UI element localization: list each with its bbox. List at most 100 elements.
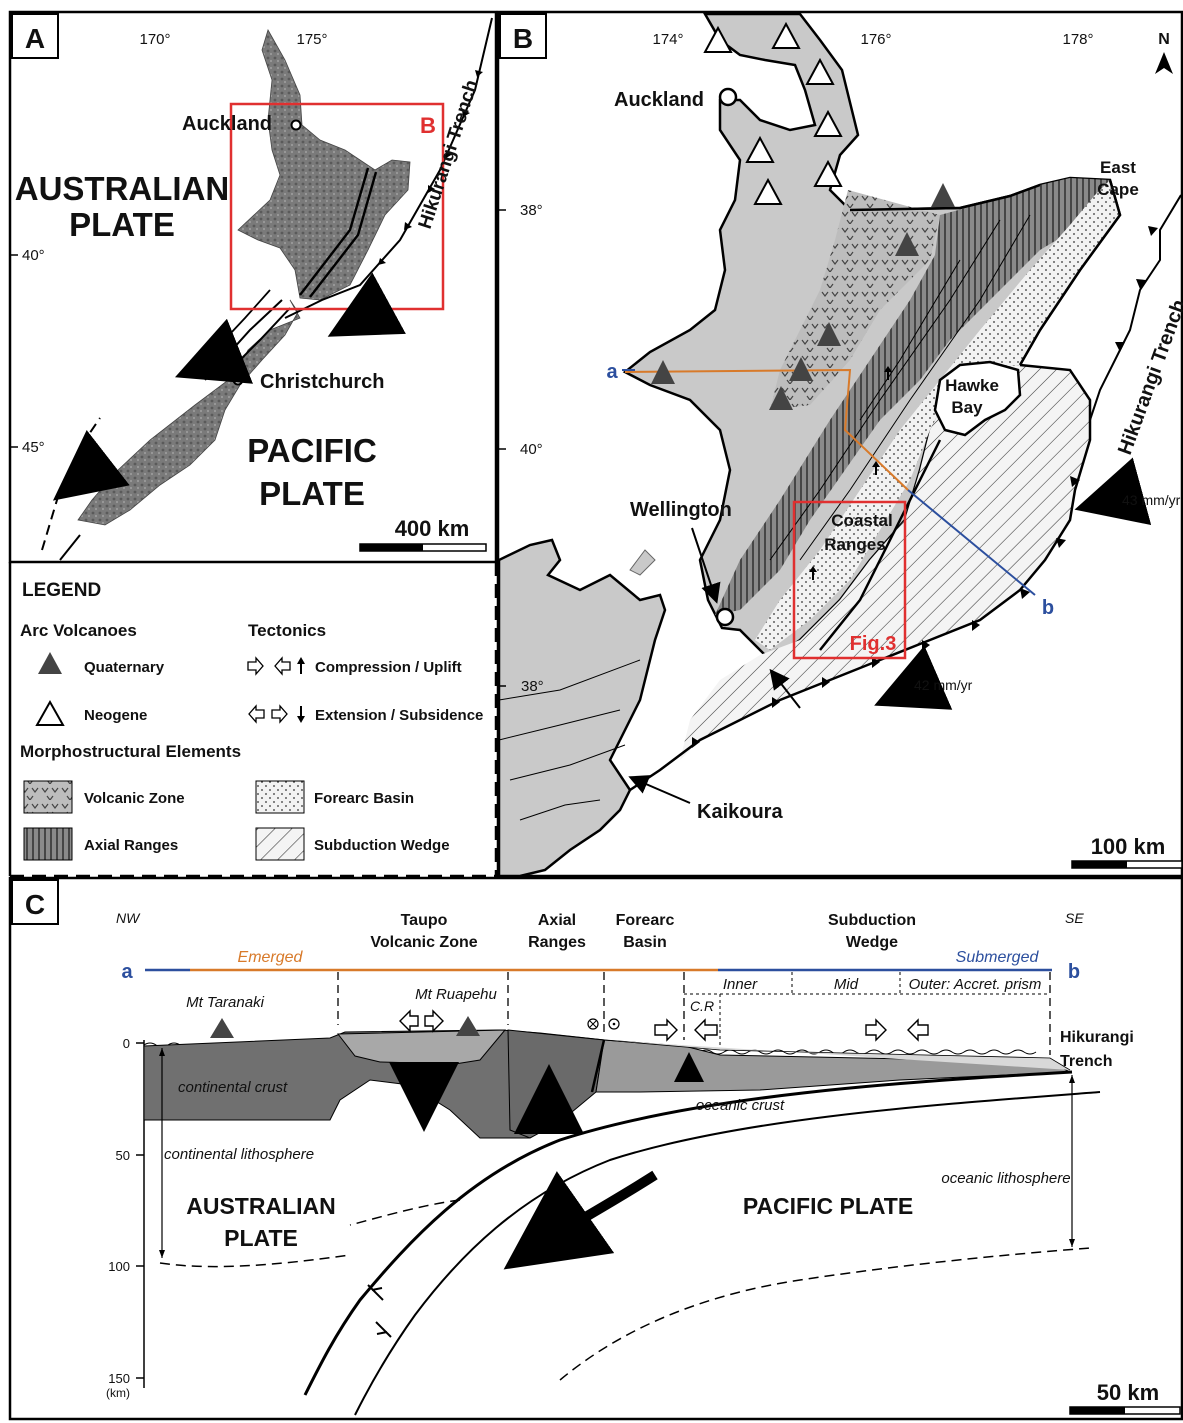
trench-label-b: Hikurangi Trench bbox=[1114, 297, 1183, 458]
north-arrow-icon bbox=[1155, 52, 1173, 74]
subduction-arrow bbox=[503, 1170, 658, 1270]
city-auckland-a: Auckland bbox=[182, 113, 272, 135]
profile-emerged bbox=[624, 368, 909, 491]
rate-43: 43 mm/yr bbox=[1122, 492, 1181, 508]
east-cape-1: East bbox=[1100, 158, 1136, 177]
legend-quaternary: Quaternary bbox=[84, 659, 165, 676]
panel-a: A 170° 175° 40° 45° B Auckland Christc bbox=[10, 13, 493, 561]
legend-wedge: Subduction Wedge bbox=[314, 837, 450, 854]
neogene-volcano-icon bbox=[35, 699, 65, 726]
wedge-outer: Outer: Accret. prism bbox=[909, 976, 1042, 993]
profile-end-a-b: a bbox=[606, 361, 618, 383]
ocean-litho: oceanic lithosphere bbox=[941, 1170, 1070, 1187]
panel-c-letter: C bbox=[25, 889, 45, 920]
aus-plate-2: PLATE bbox=[224, 1225, 298, 1251]
lon-176: 176° bbox=[860, 31, 891, 48]
aus-plate-1: AUSTRALIAN bbox=[186, 1193, 336, 1219]
dir-se: SE bbox=[1065, 910, 1084, 926]
zone-taupo-1: Taupo bbox=[401, 912, 448, 929]
legend-compression: Compression / Uplift bbox=[315, 659, 462, 676]
rate-42: 42 mm/yr bbox=[914, 677, 973, 693]
legend: LEGEND Arc Volcanoes Quaternary Neogene … bbox=[20, 580, 483, 861]
zone-axial-1: Axial bbox=[538, 912, 576, 929]
panel-a-letter: A bbox=[25, 23, 45, 54]
ruapehu-icon bbox=[456, 1016, 480, 1036]
legend-axial: Axial Ranges bbox=[84, 837, 178, 854]
legend-extension: Extension / Subsidence bbox=[315, 707, 483, 724]
profile-submerged bbox=[907, 489, 1036, 596]
zone-wedge-1: Subduction bbox=[828, 912, 916, 929]
axial-ranges-swatch bbox=[23, 827, 73, 861]
lat-45: 45° bbox=[22, 439, 45, 456]
city-wellington-b: Wellington bbox=[630, 499, 732, 521]
volcanic-zone-swatch bbox=[23, 780, 73, 814]
subduction-wedge-swatch bbox=[255, 827, 305, 861]
depth-50: 50 bbox=[116, 1148, 130, 1163]
fig3-label: Fig.3 bbox=[850, 633, 897, 655]
cont-crust: continental crust bbox=[178, 1079, 288, 1096]
lon-170: 170° bbox=[139, 31, 170, 48]
fig3-box bbox=[792, 500, 907, 660]
north-label: N bbox=[1158, 31, 1170, 48]
coastal-ranges-1: Coastal bbox=[831, 511, 892, 530]
wedge-inner: Inner bbox=[723, 976, 758, 993]
lat-40: 40° bbox=[22, 247, 45, 264]
panel-c: C NW SE Taupo Volcanic Zone Axial Ranges… bbox=[11, 879, 1181, 1416]
depth-0: 0 bbox=[123, 1036, 130, 1051]
panel-c-frame bbox=[8, 876, 1183, 1421]
zone-taupo-2: Volcanic Zone bbox=[370, 934, 477, 951]
hawke-bay-2: Bay bbox=[951, 398, 983, 417]
trench-label-a: Hikurangi Trench bbox=[415, 77, 483, 231]
mt-taranaki: Mt Taranaki bbox=[186, 994, 264, 1011]
trench-a bbox=[284, 17, 493, 319]
emerged-label: Emerged bbox=[238, 949, 304, 966]
pac-plate: PACIFIC PLATE bbox=[743, 1193, 913, 1219]
plate-east-1: PACIFIC bbox=[247, 432, 377, 469]
mt-ruapehu: Mt Ruapehu bbox=[415, 986, 497, 1003]
scale-b: 100 km bbox=[1091, 834, 1166, 859]
profile-end-b-c: b bbox=[1068, 961, 1080, 983]
city-kaikoura-b: Kaikoura bbox=[697, 801, 783, 823]
wedge-mid: Mid bbox=[834, 976, 859, 993]
plate-east-2: PLATE bbox=[259, 475, 365, 512]
depth-150: 150 bbox=[108, 1371, 130, 1386]
hawke-bay bbox=[933, 360, 1022, 437]
quaternary-volcano-icon bbox=[38, 652, 62, 674]
zone-forearc-2: Basin bbox=[623, 934, 667, 951]
trench-c-1: Hikurangi bbox=[1060, 1029, 1134, 1046]
lon-178: 178° bbox=[1062, 31, 1093, 48]
legend-morph-title: Morphostructural Elements bbox=[20, 742, 241, 761]
zone-forearc-1: Forearc bbox=[616, 912, 675, 929]
panel-b: Auckland Wellington Kaikoura B 174° 176°… bbox=[498, 13, 1183, 875]
forearc-basin-swatch bbox=[255, 780, 305, 814]
zone-wedge-2: Wedge bbox=[846, 934, 898, 951]
ocean-crust: oceanic crust bbox=[696, 1097, 785, 1114]
depth-unit: (km) bbox=[106, 1386, 130, 1400]
neogene-volcanoes-b bbox=[703, 21, 843, 205]
south-island-b bbox=[499, 538, 667, 875]
profile-end-b-b: b bbox=[1042, 597, 1054, 619]
plate-west-2: PLATE bbox=[69, 206, 175, 243]
panel-b-frame bbox=[496, 10, 1183, 878]
profile-end-a-c: a bbox=[121, 961, 133, 983]
scale-a: 400 km bbox=[395, 516, 470, 541]
taranaki-icon bbox=[210, 1018, 234, 1038]
axial-ranges-b bbox=[715, 178, 1110, 615]
lat-38-b2: 38° bbox=[521, 678, 544, 695]
legend-forearc: Forearc Basin bbox=[314, 790, 414, 807]
north-island bbox=[237, 28, 411, 301]
legend-tect-title: Tectonics bbox=[248, 621, 326, 640]
wedge-section bbox=[595, 1039, 1072, 1093]
scale-c: 50 km bbox=[1097, 1380, 1159, 1405]
legend-title: LEGEND bbox=[22, 580, 101, 601]
city-auckland-b: Auckland bbox=[614, 89, 704, 111]
zone-axial-2: Ranges bbox=[528, 934, 586, 951]
plate-west-1: AUSTRALIAN bbox=[15, 170, 229, 207]
lon-175: 175° bbox=[296, 31, 327, 48]
legend-arc-title: Arc Volcanoes bbox=[20, 621, 137, 640]
lat-38-b: 38° bbox=[520, 202, 543, 219]
quaternary-volcanoes-b bbox=[651, 183, 955, 410]
slab-top bbox=[303, 1070, 1073, 1396]
panel-b-letter: B bbox=[513, 23, 533, 54]
